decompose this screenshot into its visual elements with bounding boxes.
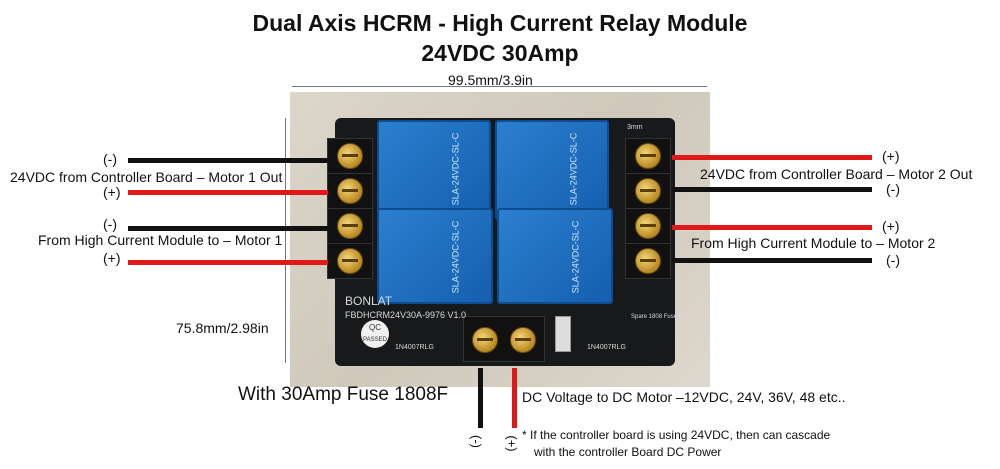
wire-left-2-red	[128, 190, 328, 195]
right-sign-4: (-)	[886, 252, 900, 268]
terminal-power	[463, 316, 545, 362]
terminal-left-3	[327, 208, 373, 244]
bottom-pos-sign: (+)	[504, 435, 520, 452]
terminal-left-4	[327, 243, 373, 279]
note-line-1: * If the controller board is using 24VDC…	[522, 428, 831, 442]
pcb-board: SLA-24VDC-SL-C SLA-24VDC-SL-C SLA-24VDC-…	[327, 118, 696, 366]
terminal-right-4	[625, 243, 671, 279]
relay-2: SLA-24VDC-SL-C	[495, 120, 609, 220]
wire-left-1-black	[128, 158, 328, 163]
page-title: Dual Axis HCRM - High Current Relay Modu…	[252, 10, 748, 36]
height-dimension-line	[285, 118, 286, 363]
right-label-motor2-out: 24VDC from Controller Board – Motor 2 Ou…	[700, 166, 973, 182]
fuse	[555, 316, 571, 352]
left-sign-2: (+)	[103, 184, 121, 200]
wire-right-2-black	[672, 187, 872, 192]
dc-voltage-label: DC Voltage to DC Motor –12VDC, 24V, 36V,…	[522, 389, 846, 405]
diode-label-2: 1N4007RLG	[587, 344, 626, 351]
width-dimension-label: 99.5mm/3.9in	[448, 72, 533, 88]
wire-right-4-black	[672, 258, 872, 263]
pcb-brand: BONLAT	[345, 294, 393, 308]
wire-right-1-red	[672, 155, 872, 160]
terminal-left-2	[327, 173, 373, 209]
relay-1: SLA-24VDC-SL-C	[377, 120, 491, 220]
fuse-label: With 30Amp Fuse 1808F	[238, 384, 449, 405]
terminal-left-1	[327, 138, 373, 174]
relay-4: SLA-24VDC-SL-C	[497, 208, 613, 304]
right-label-motor2: From High Current Module to – Motor 2	[691, 235, 936, 251]
diode-label-1: 1N4007RLG	[395, 344, 434, 351]
pcb-model: FBDHCRM24V30A-9976 V1.0	[345, 310, 467, 320]
terminal-right-1	[625, 138, 671, 174]
bottom-neg-sign: (-)	[469, 435, 484, 448]
terminal-right-2	[625, 173, 671, 209]
left-sign-1: (-)	[103, 151, 117, 167]
left-sign-3: (-)	[103, 216, 117, 232]
left-label-motor1-out: 24VDC from Controller Board – Motor 1 Ou…	[10, 169, 283, 185]
wire-left-4-red	[128, 260, 328, 265]
page-subtitle: 24VDC 30Amp	[421, 40, 579, 66]
left-label-motor1: From High Current Module to – Motor 1	[38, 232, 283, 248]
left-sign-4: (+)	[103, 250, 121, 266]
terminal-right-3	[625, 208, 671, 244]
height-dimension-label: 75.8mm/2.98in	[176, 320, 269, 336]
note-line-2: with the controller Board DC Power	[534, 445, 722, 459]
wire-right-3-red	[672, 225, 872, 230]
spare-fuse-label: Spare 1808 Fuse Holder	[631, 314, 697, 320]
width-dimension-line	[292, 86, 707, 87]
relay-3: SLA-24VDC-SL-C	[377, 208, 493, 304]
right-sign-2: (-)	[886, 181, 900, 197]
right-sign-3: (+)	[882, 218, 900, 234]
mm-label: 3mm	[627, 124, 643, 131]
right-sign-1: (+)	[882, 148, 900, 164]
wire-left-3-black	[128, 226, 328, 231]
wire-bottom-black	[478, 368, 483, 428]
wire-bottom-red	[512, 368, 517, 428]
